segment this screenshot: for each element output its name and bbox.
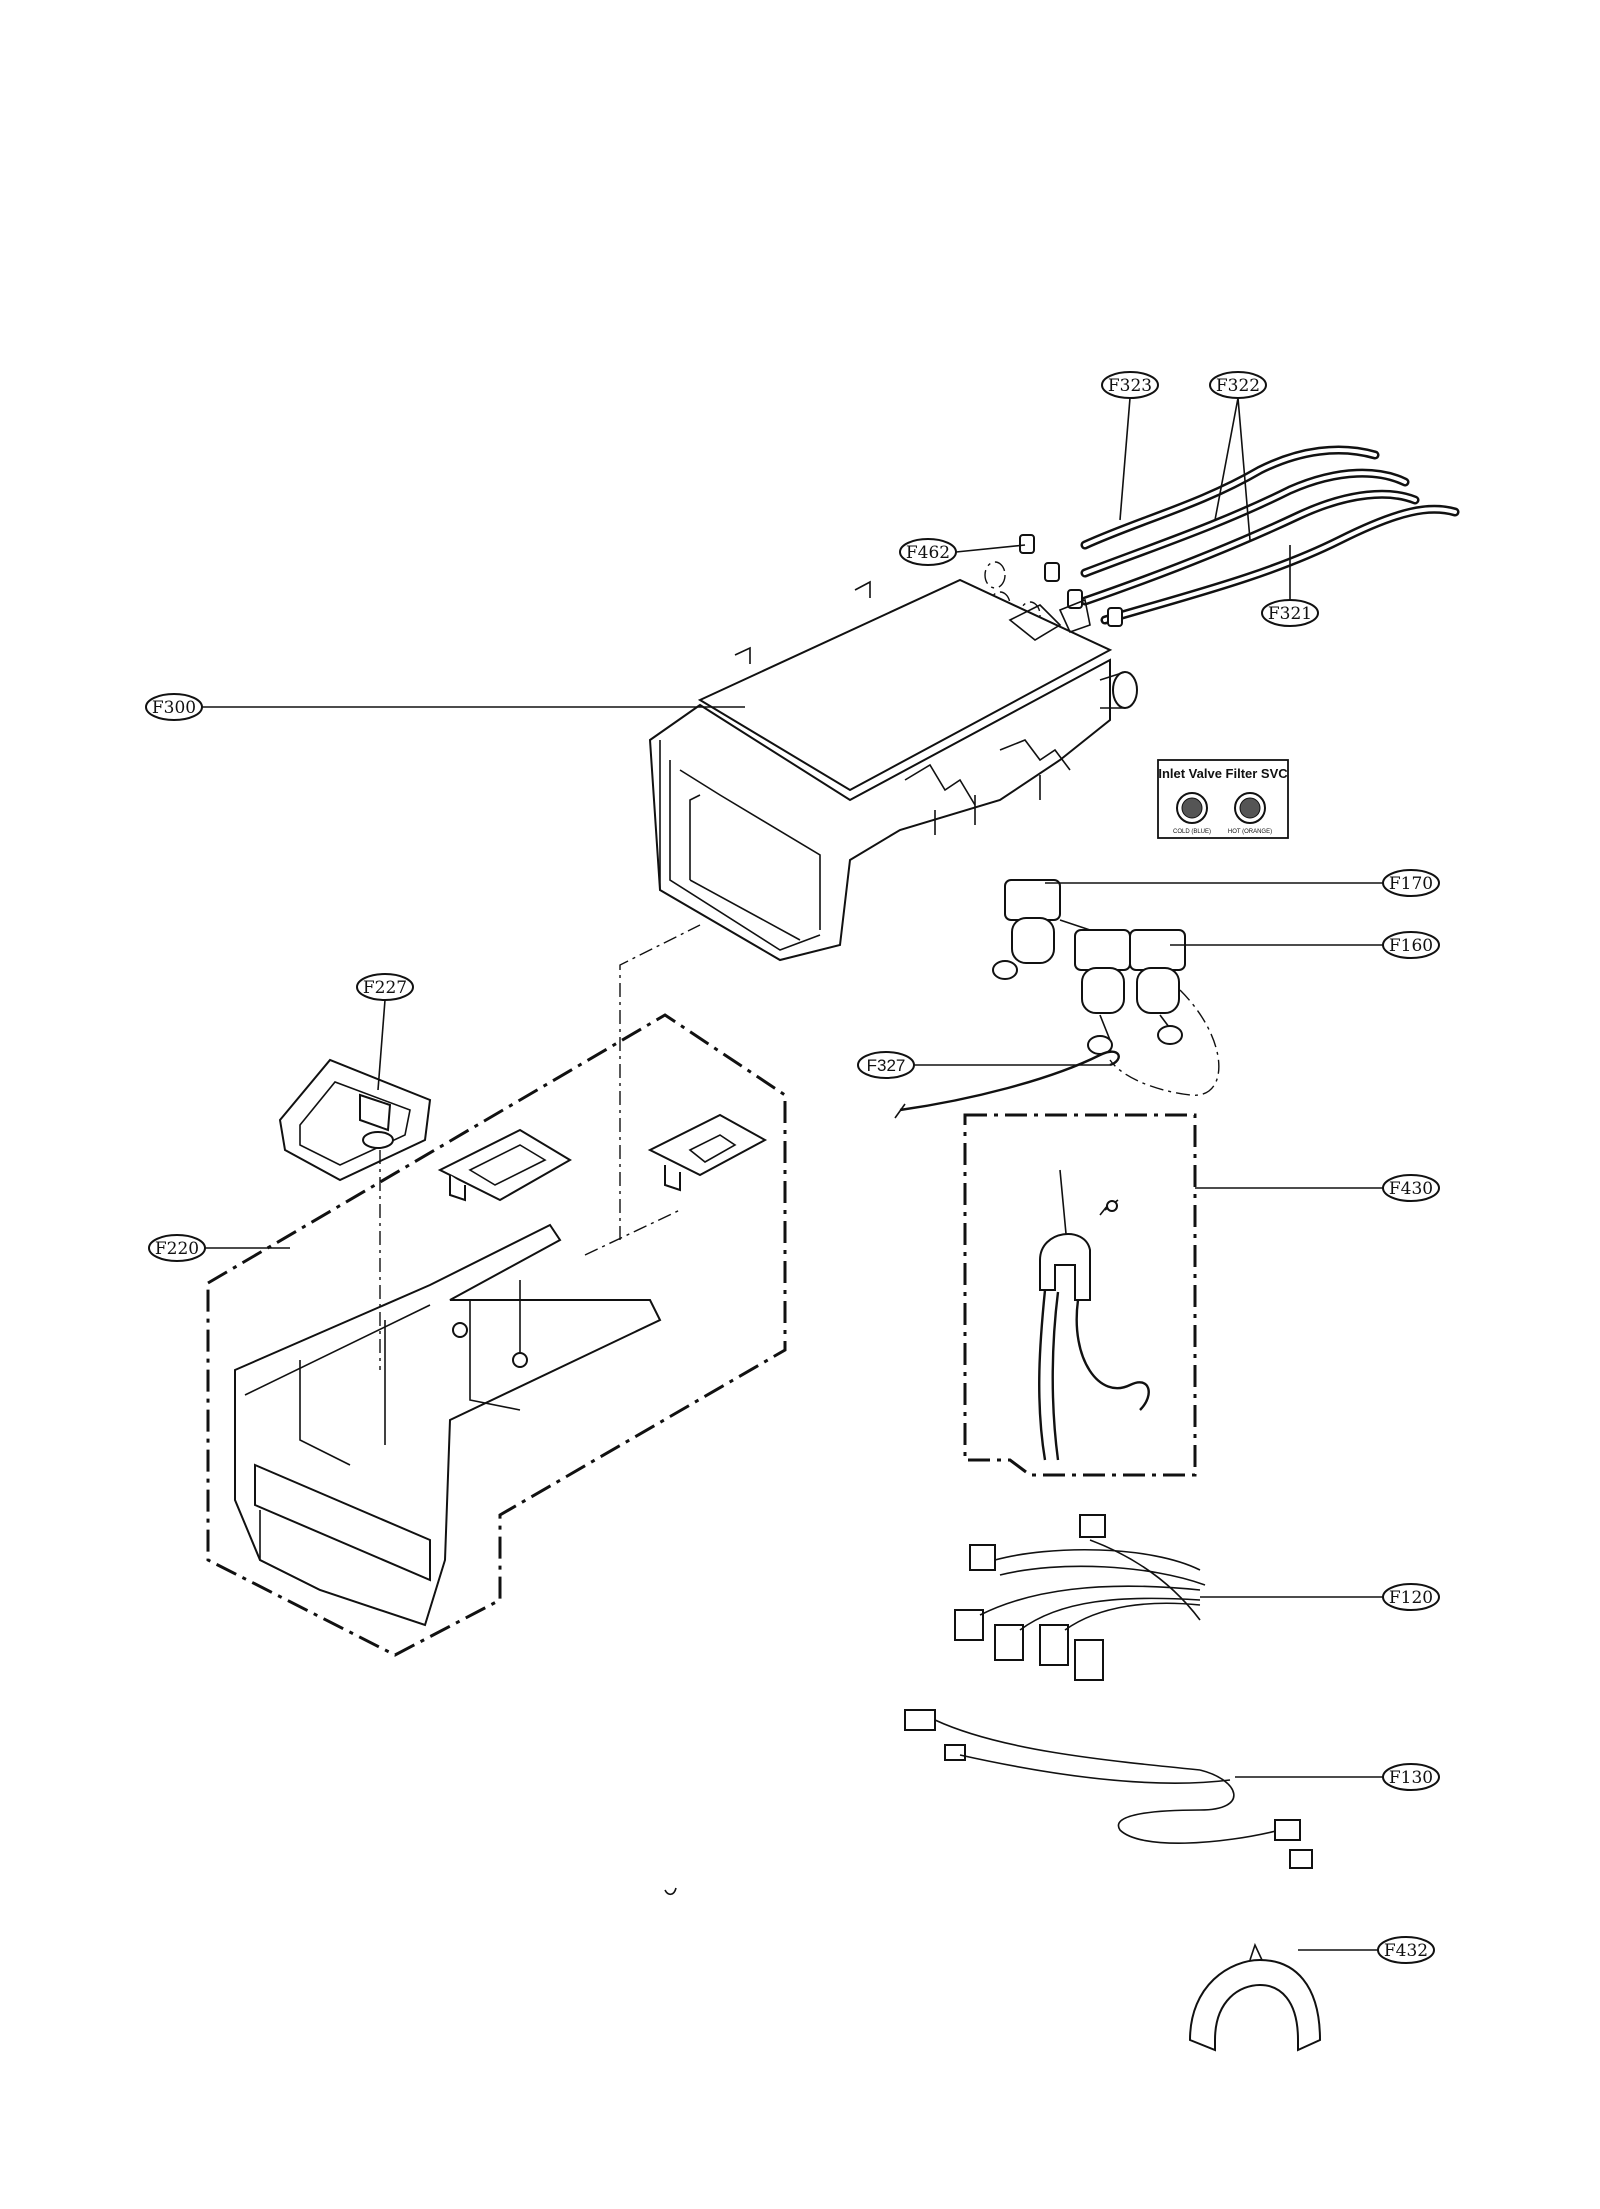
callout-f227-label: F227: [363, 978, 407, 998]
callout-f432-label: F432: [1384, 1941, 1428, 1961]
pressure-hose-assembly: [963, 1113, 1197, 1477]
callout-f227: F227: [356, 973, 414, 1001]
callout-f220-label: F220: [155, 1239, 199, 1259]
callout-f160: F160: [1382, 931, 1440, 959]
callout-f170-label: F170: [1389, 874, 1433, 894]
callout-f322: F322: [1209, 371, 1267, 399]
inlet-valve-filter-inset: Inlet Valve Filter SVC COLD (BLUE) HOT (…: [1157, 759, 1289, 839]
inset-hot-label: HOT (ORANGE): [1228, 829, 1272, 835]
inlet-hoses: [1080, 445, 1460, 625]
callouts: F323 F322 F462 F321 F300 F170 F160 F227: [145, 371, 1440, 1964]
inlet-valves: [992, 879, 1220, 1096]
callout-f430-label: F430: [1389, 1179, 1433, 1199]
callout-f432: F432: [1377, 1936, 1435, 1964]
inset-title: Inlet Valve Filter SVC: [1158, 766, 1288, 781]
sensor-wire: [894, 1050, 1120, 1119]
callout-f130: F130: [1382, 1763, 1440, 1791]
dispenser-housing: [648, 578, 1138, 962]
callout-f130-label: F130: [1389, 1768, 1433, 1788]
callout-f322-label: F322: [1216, 376, 1260, 396]
stray-mark: [664, 1887, 677, 1896]
callout-f170: F170: [1382, 869, 1440, 897]
callout-f120: F120: [1382, 1583, 1440, 1611]
wire-harness-a: [954, 1514, 1206, 1681]
callout-f327-label: F327: [867, 1056, 906, 1075]
inset-cold-label: COLD (BLUE): [1173, 829, 1211, 835]
callout-f300-label: F300: [152, 698, 196, 718]
callout-f120-label: F120: [1389, 1588, 1433, 1608]
dispenser-drawer-assembly: [206, 1013, 787, 1657]
wire-harness-b: [904, 1709, 1313, 1869]
callout-f323-label: F323: [1108, 376, 1152, 396]
callout-f160-label: F160: [1389, 936, 1433, 956]
callout-f323: F323: [1101, 371, 1159, 399]
callout-f321-label: F321: [1268, 604, 1312, 624]
callout-f462-label: F462: [906, 543, 950, 563]
callout-f462: F462: [899, 538, 957, 566]
callout-f300: F300: [145, 693, 203, 721]
alignment-lines: [379, 924, 701, 1370]
callout-f430: F430: [1382, 1174, 1440, 1202]
callout-f327: F327: [857, 1051, 915, 1079]
hose-clip: [1188, 1942, 1322, 2052]
callout-f220: F220: [148, 1234, 206, 1262]
callout-f321: F321: [1261, 599, 1319, 627]
leader-lines: [202, 397, 1383, 1951]
siphon-cap: [278, 1058, 432, 1182]
